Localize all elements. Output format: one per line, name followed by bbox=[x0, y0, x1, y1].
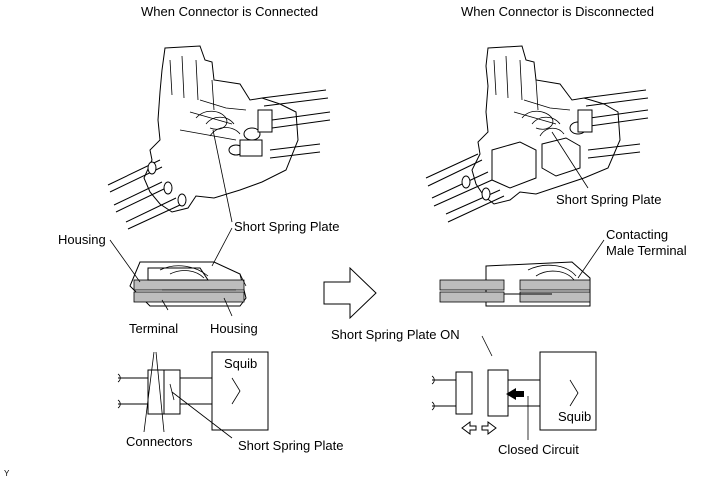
leader-terminal bbox=[161, 299, 169, 311]
leader-connectors bbox=[143, 351, 165, 433]
leader-housing-bottom bbox=[223, 297, 233, 317]
transition-arrow bbox=[323, 266, 377, 320]
disconnected-cross-section bbox=[439, 261, 591, 307]
connected-schematic bbox=[117, 351, 269, 431]
label-contacting-line1: Contacting bbox=[606, 227, 669, 242]
label-terminal: Terminal bbox=[129, 321, 179, 336]
connected-cross-section bbox=[129, 261, 247, 307]
label-short-spring-plate-top: Short Spring Plate bbox=[234, 219, 340, 234]
leader-spring-plate-top bbox=[212, 129, 233, 223]
label-contacting-line2: Male Terminal bbox=[606, 243, 687, 258]
disconnected-connector-illustration bbox=[425, 45, 649, 223]
leader-spring-plate-section bbox=[211, 227, 233, 267]
label-squib-right: Squib bbox=[558, 409, 592, 424]
leader-spring-plate-right bbox=[551, 131, 589, 189]
title-connected: When Connector is Connected bbox=[141, 4, 319, 19]
disconnected-schematic bbox=[431, 351, 597, 435]
leader-spring-plate-bottom bbox=[171, 391, 233, 439]
label-short-spring-plate-right: Short Spring Plate bbox=[556, 192, 662, 207]
corner-mark: Y bbox=[4, 469, 10, 478]
left-arrow-icon bbox=[461, 421, 477, 435]
label-closed-circuit: Closed Circuit bbox=[498, 442, 579, 457]
right-arrow-icon bbox=[481, 421, 497, 435]
connected-connector-illustration bbox=[107, 45, 331, 230]
leader-contacting-male bbox=[577, 239, 605, 279]
label-connectors: Connectors bbox=[126, 434, 193, 449]
label-short-spring-plate-bottom: Short Spring Plate bbox=[238, 438, 344, 453]
label-squib-left: Squib bbox=[224, 356, 258, 371]
label-housing-bottom: Housing bbox=[210, 321, 258, 336]
leader-housing-left bbox=[109, 239, 141, 283]
label-housing-left: Housing bbox=[58, 232, 106, 247]
contact-arrow-icon bbox=[506, 388, 524, 400]
leader-spring-plate-on bbox=[481, 335, 493, 357]
title-disconnected: When Connector is Disconnected bbox=[461, 4, 654, 19]
label-short-spring-plate-on: Short Spring Plate ON bbox=[331, 327, 460, 342]
